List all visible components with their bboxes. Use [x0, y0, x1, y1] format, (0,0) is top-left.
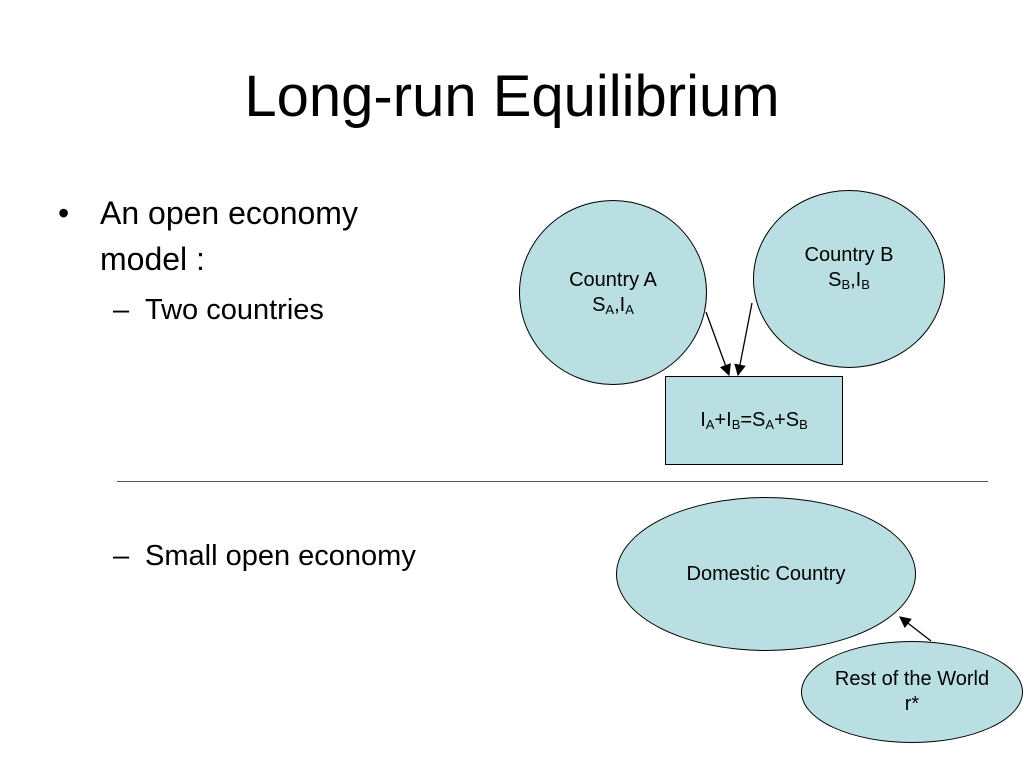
sub-bullet-two-countries: – Two countries: [113, 290, 324, 330]
bullet-mark: •: [58, 195, 70, 231]
domestic-country-ellipse: Domestic Country: [616, 497, 916, 651]
sub-bullet-text: Two countries: [145, 294, 324, 326]
sub-bullet-small-open-economy: – Small open economy: [113, 536, 416, 576]
arrow-world-to-domestic: [899, 616, 932, 642]
sub-bullet-text: Small open economy: [145, 540, 416, 572]
country-b-name: Country B: [804, 244, 894, 266]
world-rate-label: r*: [904, 693, 920, 715]
country-a-name: Country A: [569, 268, 657, 291]
dash-mark: –: [113, 294, 130, 326]
section-divider: [117, 481, 988, 482]
bullet-open-economy: • An open economy model :: [58, 190, 358, 282]
country-a-circle: Country A SA,IA: [519, 200, 707, 385]
bullet-line-2: model :: [100, 241, 205, 277]
slide-title: Long-run Equilibrium: [244, 64, 780, 129]
rest-of-world-ellipse: Rest of the World r*: [801, 641, 1023, 743]
arrow-a-to-equilibrium: [705, 311, 731, 377]
rest-of-world-label: Rest of the World: [834, 668, 990, 690]
equilibrium-equation: IA+IB=SA+SB: [700, 409, 808, 432]
country-b-circle: Country B SB,IB: [753, 190, 945, 368]
arrow-b-to-equilibrium: [734, 302, 753, 377]
dash-mark: –: [113, 540, 130, 572]
equilibrium-box: IA+IB=SA+SB: [665, 376, 843, 465]
country-a-vars: SA,IA: [592, 293, 634, 317]
country-b-vars: SB,IB: [828, 269, 870, 292]
domestic-country-label: Domestic Country: [686, 562, 846, 585]
bullet-line-1: An open economy: [100, 195, 358, 231]
